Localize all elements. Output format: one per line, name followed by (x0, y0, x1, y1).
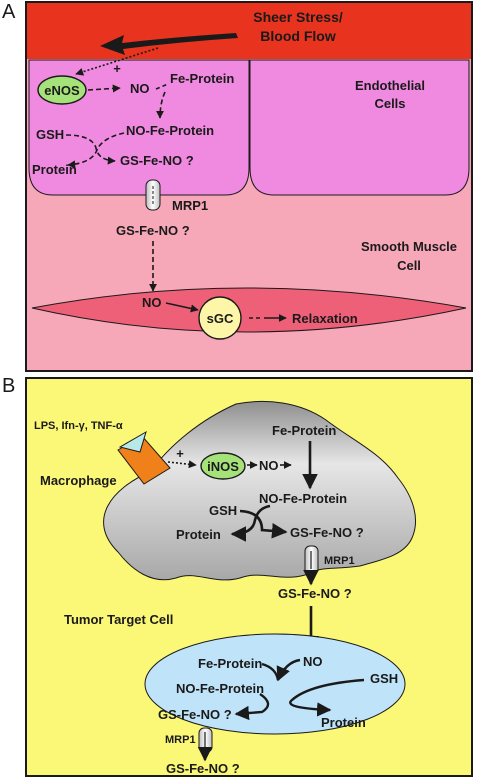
gs-fe-no-label-between: GS-Fe-NO ? (278, 586, 352, 601)
endothelial-label-line1: Endothelial (355, 78, 425, 93)
nitrosyl-exchange-arrow-mac (230, 504, 271, 542)
tumor-target-cell (144, 633, 406, 735)
smooth-muscle-label-line1: Smooth Muscle (361, 239, 457, 254)
panel-a-letter: A (2, 1, 16, 23)
relaxation-label: Relaxation (292, 311, 358, 326)
no-label-endothelial: NO (130, 81, 150, 96)
smooth-muscle-label-line2: Cell (397, 258, 421, 273)
no-fe-protein-label-tumor: NO-Fe-Protein (176, 681, 264, 696)
no-to-nitrosyl-arrow (156, 91, 166, 119)
no-fe-protein-label-mac: NO-Fe-Protein (259, 491, 347, 506)
smooth-muscle-cell (31, 287, 467, 333)
no-fe-protein-label-a: NO-Fe-Protein (126, 123, 214, 138)
gsh-label-tumor: GSH (370, 671, 398, 686)
gsh-label-a: GSH (36, 127, 64, 142)
no-to-sgc-arrow (165, 302, 199, 313)
fe-protein-label-tumor: Fe-Protein (198, 656, 262, 671)
protein-label-tumor: Protein (321, 715, 366, 730)
fe-protein-to-no-line (155, 83, 169, 90)
mrp1-transporter-a (145, 179, 161, 211)
gs-fe-no-label-mac: GS-Fe-NO ? (290, 525, 364, 540)
mrp1-label-mac: MRP1 (324, 555, 355, 567)
no-label-muscle: NO (142, 295, 162, 310)
ligand-triangle (118, 430, 147, 453)
enos-node (37, 75, 87, 105)
nitrosyl-exchange-arrow-tumor (234, 693, 270, 721)
nitrosyl-exchange-arrow (67, 132, 125, 169)
endothelial-label-line2: Cells (374, 96, 405, 111)
gs-fe-no-label-out: GS-Fe-NO ? (166, 761, 240, 776)
no-label-macrophage: NO (259, 458, 279, 473)
tumor-cell-label: Tumor Target Cell (64, 612, 173, 627)
endothelial-cell-right (249, 59, 470, 196)
protein-label-a: Protein (32, 162, 77, 177)
mrp1-label-a: MRP1 (172, 198, 208, 213)
mrp1-label-tumor: MRP1 (165, 734, 196, 746)
stimuli-label: LPS, Ifn-γ, TNF-α (34, 420, 123, 432)
panel-b-letter: B (2, 375, 15, 397)
panel-a: A Sheer Stress/ Blood Flow Endothelial C… (2, 1, 473, 372)
enos-plus-sign: + (113, 61, 121, 76)
inos-label: iNOS (207, 459, 239, 474)
inos-node (200, 452, 246, 480)
gsh-exchange-arrow (65, 134, 116, 165)
inos-plus-sign: + (176, 446, 184, 461)
gsh-exchange-arrow-mac (239, 509, 288, 539)
fe-protein-label-mac: Fe-Protein (272, 423, 336, 438)
receptor-to-inos-arrow (167, 460, 197, 469)
fe-to-nitrosyl-arrow-tumor (261, 662, 280, 681)
enos-to-no-arrow (87, 84, 121, 93)
gs-fe-no-inner-label-a: GS-Fe-NO ? (120, 153, 194, 168)
gs-fe-no-outer-label-a: GS-Fe-NO ? (116, 223, 190, 238)
flow-label-line1: Sheer Stress/ (253, 9, 343, 25)
panel-b: B LPS, Ifn-γ, TNF-α + iNOS Macrophage NO… (2, 375, 473, 777)
gs-fe-no-label-tumor: GS-Fe-NO ? (158, 707, 232, 722)
sgc-node (198, 296, 242, 340)
flow-label-line2: Blood Flow (260, 28, 336, 44)
blood-vessel-lumen (27, 3, 471, 59)
enos-label: eNOS (44, 83, 80, 98)
sgc-label: sGC (207, 311, 234, 326)
gsh-exchange-arrow-tumor (289, 678, 365, 717)
macrophage-cell (103, 400, 416, 581)
fe-protein-label-a: Fe-Protein (170, 71, 234, 86)
gsh-label-mac: GSH (209, 503, 237, 518)
no-label-tumor: NO (303, 654, 323, 669)
no-to-nitrosyl-arrow-tumor (276, 658, 301, 682)
blood-flow-arrow (100, 33, 238, 55)
macrophage-label: Macrophage (40, 473, 117, 488)
protein-label-mac: Protein (176, 527, 221, 542)
